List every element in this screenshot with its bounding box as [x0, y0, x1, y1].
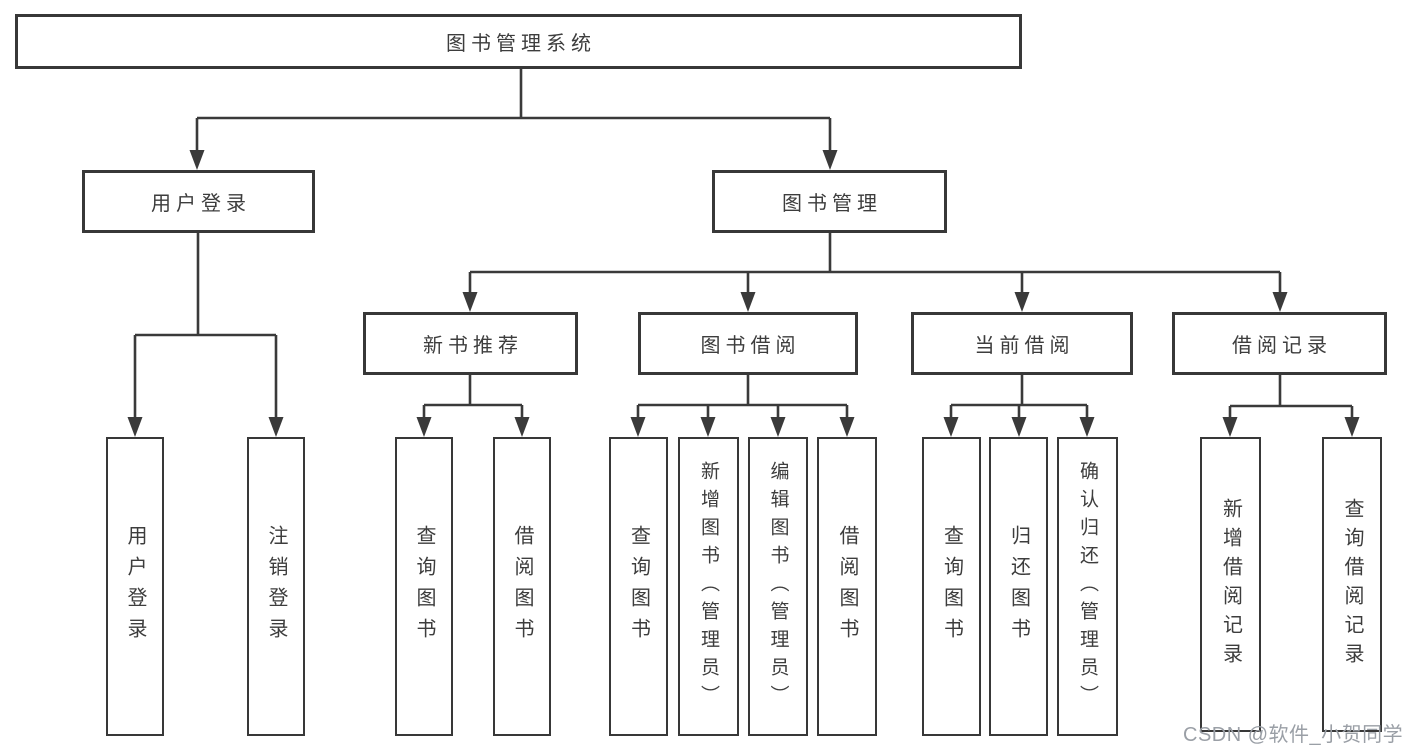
arrow-down-icon — [462, 292, 478, 312]
arrow-down-icon — [514, 417, 530, 437]
arrow-down-icon — [127, 417, 143, 437]
connector-paths — [133, 69, 1354, 421]
arrow-down-icon — [189, 150, 205, 170]
leaf-query-borrow-record: 查询借阅记录 — [1322, 437, 1382, 732]
leaf-logout: 注销登录 — [247, 437, 305, 736]
leaf-confirm-return-admin: 确认归还（管理员） — [1057, 437, 1118, 736]
arrow-down-icon — [1014, 292, 1030, 312]
leaf-user-login: 用户登录 — [106, 437, 164, 736]
node-library-management-system: 图书管理系统 — [15, 14, 1022, 69]
arrow-down-icon — [630, 417, 646, 437]
leaf-query-books-under-current: 查询图书 — [922, 437, 981, 736]
node-borrowing-records: 借阅记录 — [1172, 312, 1387, 375]
edge-recommend-children — [422, 375, 524, 421]
node-book-borrowing: 图书借阅 — [638, 312, 858, 375]
edge-borrow-children — [636, 375, 849, 421]
leaf-return-books: 归还图书 — [989, 437, 1048, 736]
arrow-down-icon — [268, 417, 284, 437]
arrow-down-icon — [1344, 417, 1360, 437]
edge-root-children — [195, 69, 832, 154]
arrow-down-icon — [839, 417, 855, 437]
leaf-borrow-books-under-recommend: 借阅图书 — [493, 437, 551, 736]
arrow-down-icon — [1222, 417, 1238, 437]
arrow-down-icon — [822, 150, 838, 170]
leaf-edit-book-admin: 编辑图书（管理员） — [748, 437, 808, 736]
edge-records-children — [1228, 375, 1354, 421]
edge-mgmt-children — [468, 233, 1282, 296]
csdn-watermark: CSDN @软件_小贺同学 — [1183, 724, 1404, 746]
arrow-down-icon — [740, 292, 756, 312]
node-book-management: 图书管理 — [712, 170, 947, 233]
arrow-down-icon — [770, 417, 786, 437]
node-new-book-recommendation: 新书推荐 — [363, 312, 578, 375]
arrow-down-icon — [1272, 292, 1288, 312]
node-user-login: 用户登录 — [82, 170, 315, 233]
arrow-down-icon — [416, 417, 432, 437]
node-current-borrowing: 当前借阅 — [911, 312, 1133, 375]
leaf-add-book-admin: 新增图书（管理员） — [678, 437, 739, 736]
leaf-borrow-books: 借阅图书 — [817, 437, 877, 736]
leaf-query-books-under-borrowing: 查询图书 — [609, 437, 668, 736]
leaf-query-books-under-recommend: 查询图书 — [395, 437, 453, 736]
arrow-down-icon — [700, 417, 716, 437]
arrowheads — [127, 150, 1360, 437]
arrow-down-icon — [943, 417, 959, 437]
arrow-down-icon — [1079, 417, 1095, 437]
arrow-down-icon — [1011, 417, 1027, 437]
edge-current-children — [949, 375, 1089, 421]
edge-login-children — [133, 233, 278, 421]
leaf-add-borrow-record: 新增借阅记录 — [1200, 437, 1261, 732]
